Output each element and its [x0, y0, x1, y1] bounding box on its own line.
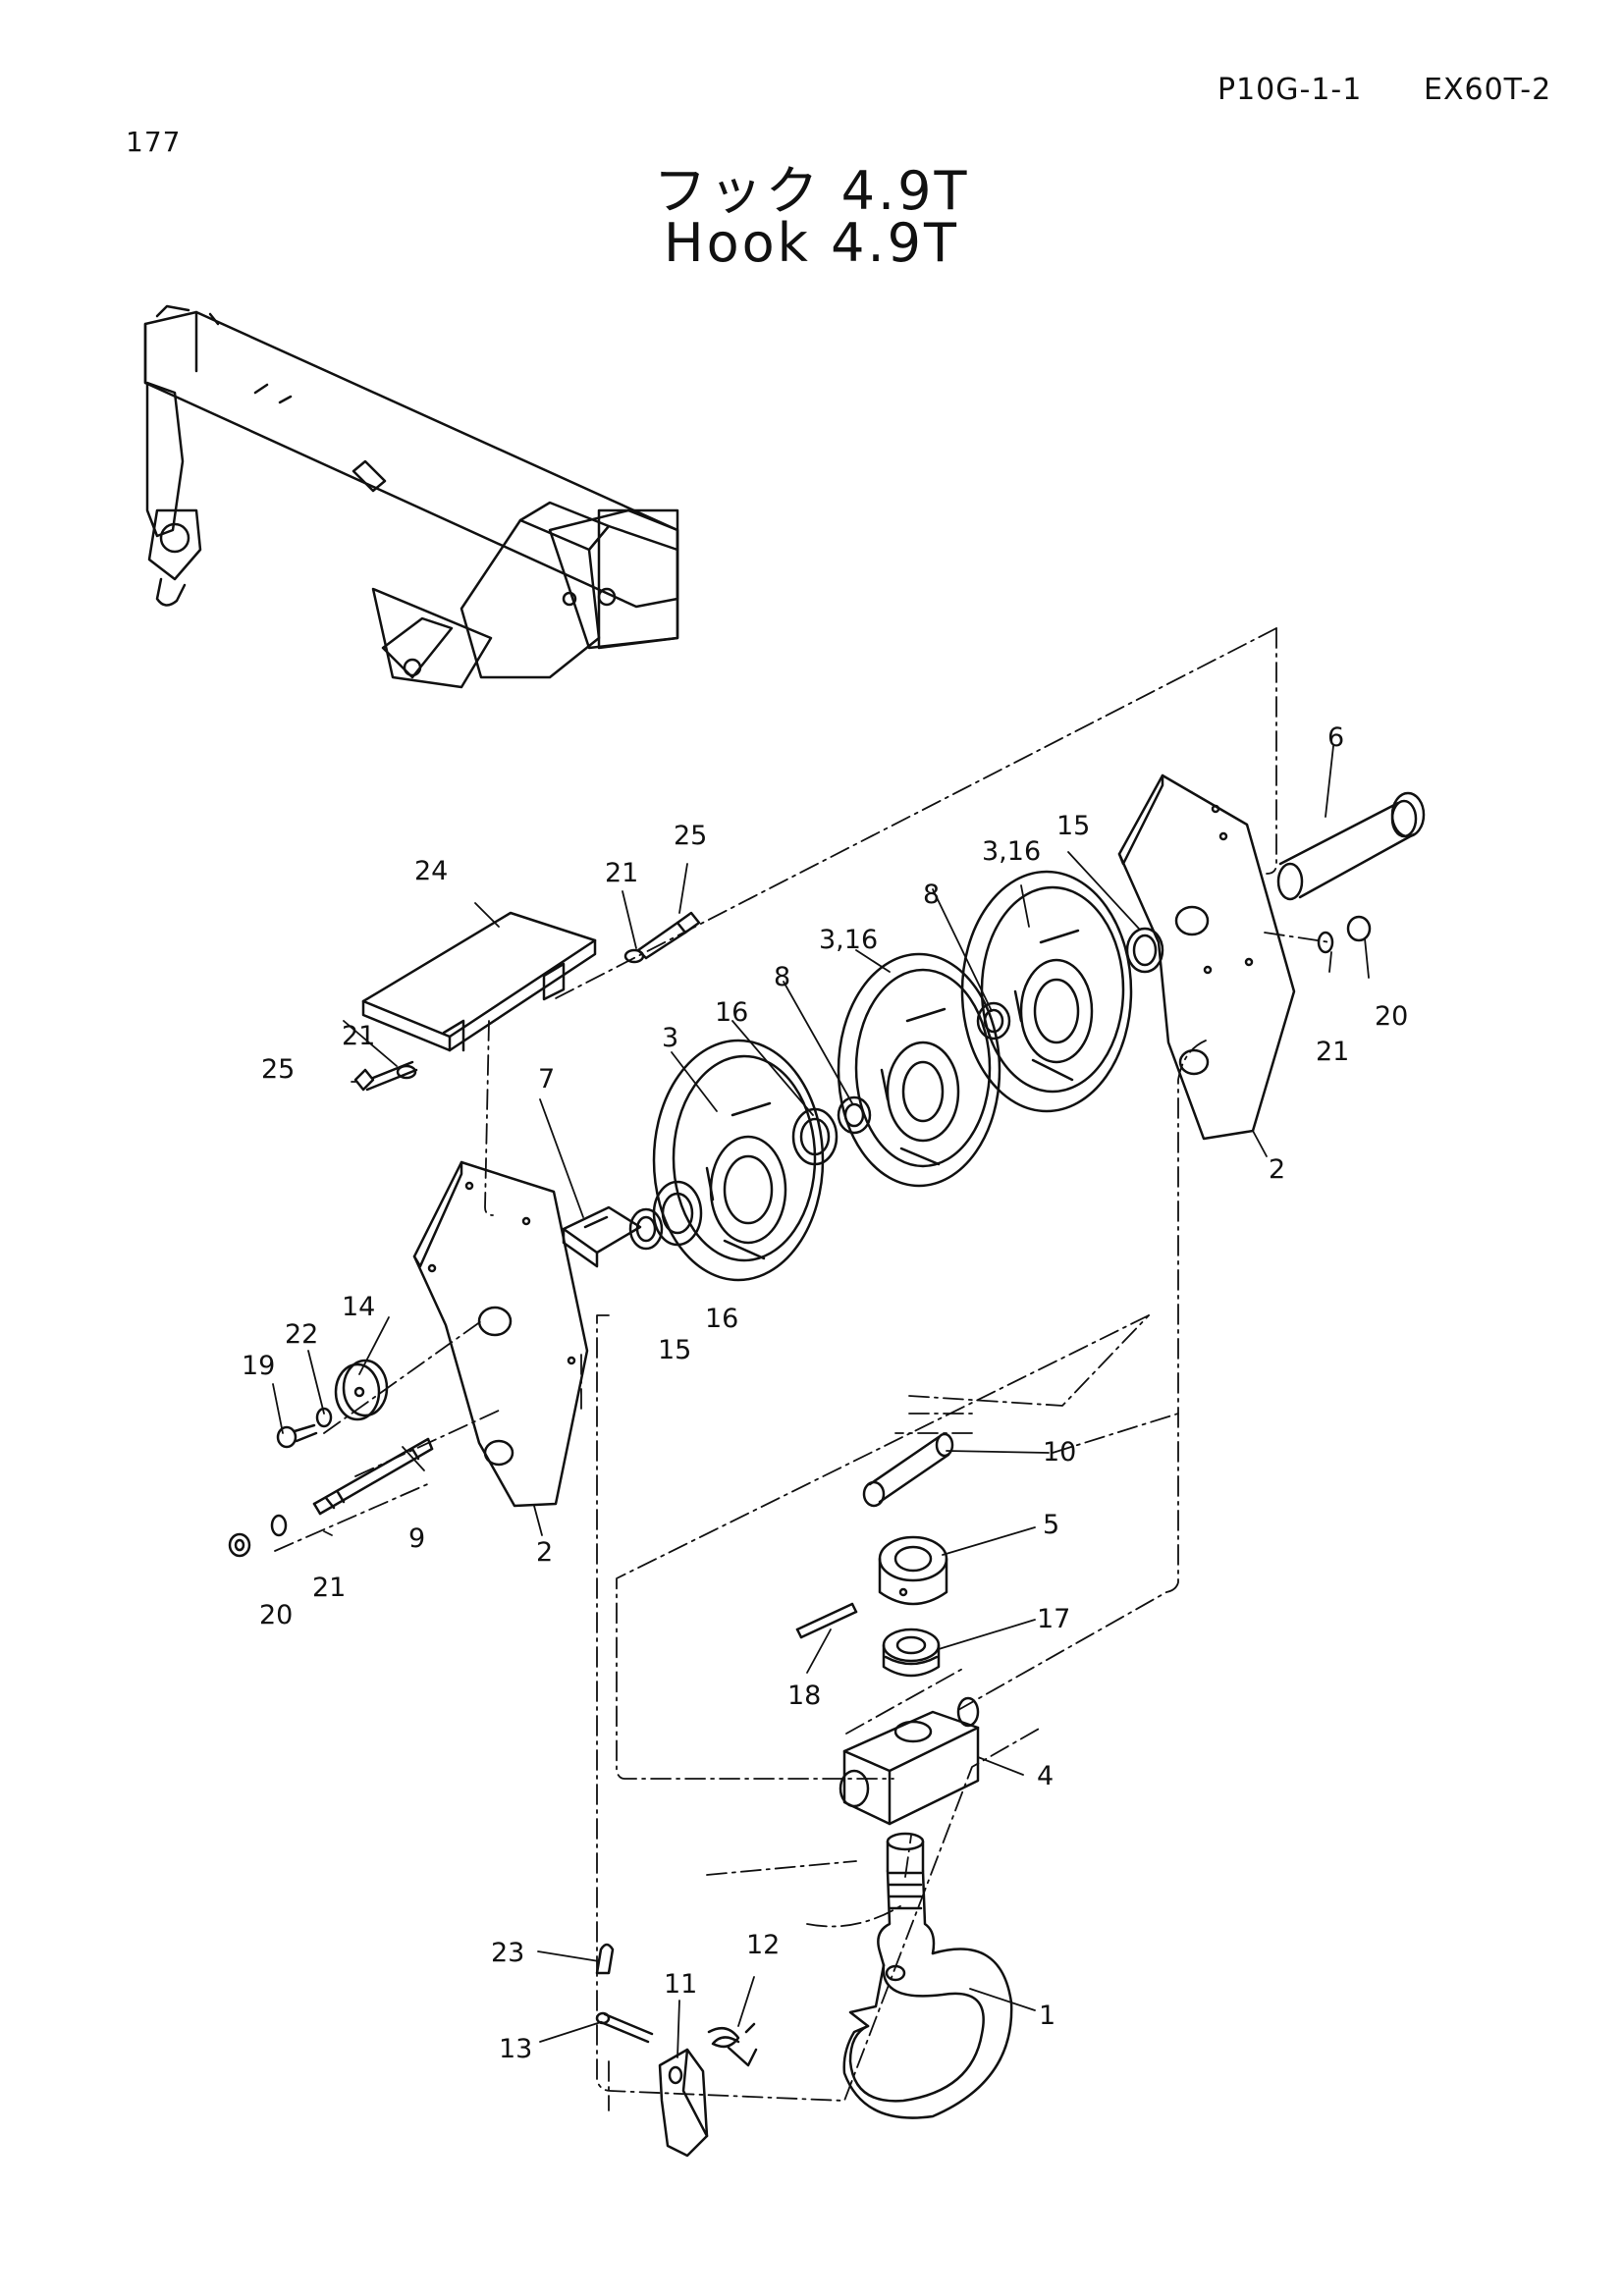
callout-4: 4: [1037, 1761, 1054, 1791]
callout-25-lower: 25: [261, 1054, 295, 1085]
part-10-spacer-tube: [862, 1432, 954, 1508]
callout-2-left: 2: [536, 1537, 553, 1568]
part-6-pin: [1276, 791, 1426, 901]
part-20-nut-left: [228, 1532, 251, 1558]
part-3-sheave-front: [652, 1039, 825, 1282]
callout-3-16-middle: 3,16: [819, 925, 878, 955]
title-english: Hook 4.9T: [664, 212, 959, 274]
reference-lines: [274, 627, 1331, 2111]
part-5-nut: [878, 1535, 948, 1606]
part-2-side-plate-left: [412, 1160, 589, 1508]
part-24-cover-plate: [361, 911, 597, 1052]
part-21-washer-lower: [396, 1064, 417, 1080]
callout-15-right: 15: [1056, 811, 1090, 841]
callout-23: 23: [491, 1938, 524, 1968]
callout-15-left: 15: [658, 1335, 691, 1365]
callout-21-left: 21: [312, 1573, 346, 1603]
part-3-16-sheave-rear: [960, 870, 1133, 1113]
callout-10: 10: [1043, 1437, 1076, 1468]
callout-17: 17: [1037, 1604, 1070, 1634]
part-2-side-plate-right: [1117, 774, 1296, 1141]
part-14-disc: [334, 1359, 389, 1421]
model-code: EX60T-2: [1424, 73, 1552, 107]
callout-8-rear: 8: [923, 880, 940, 910]
part-11-latch: [658, 2048, 709, 2158]
part-8-spacer-front: [837, 1095, 872, 1135]
part-21-washer-upper: [623, 948, 645, 964]
callout-8-front: 8: [774, 962, 790, 992]
part-19-bolt: [276, 1423, 318, 1449]
part-3-16-sheave-middle: [837, 952, 1001, 1188]
page-number: 177: [126, 126, 182, 158]
callout-1: 1: [1039, 2001, 1055, 2031]
part-8-spacer-rear: [976, 1001, 1011, 1041]
callout-21-upper: 21: [605, 858, 638, 888]
callout-5: 5: [1043, 1510, 1059, 1540]
callout-2-right: 2: [1269, 1154, 1285, 1185]
callout-19: 19: [242, 1351, 275, 1381]
callout-16-a: 16: [715, 997, 748, 1028]
callout-7: 7: [538, 1064, 555, 1095]
part-25-bolt-lower: [353, 1060, 418, 1092]
callout-12: 12: [746, 1930, 780, 1960]
part-21-washer-left: [270, 1514, 288, 1537]
callout-11: 11: [664, 1969, 697, 2000]
callout-13: 13: [499, 2034, 532, 2064]
part-15-spacer-right: [1125, 927, 1164, 974]
callout-21-lower: 21: [342, 1021, 375, 1051]
part-7-plate: [562, 1205, 642, 1268]
callout-3: 3: [662, 1023, 678, 1053]
callout-labels: 1 2 2 3 3,16 3,16 4 5 6 7 8 8 9 10 11 12…: [242, 722, 1408, 2064]
callout-16-b: 16: [705, 1304, 738, 1334]
callout-3-16-rear: 3,16: [982, 836, 1041, 867]
part-9-long-bolt: [312, 1437, 434, 1516]
figure-code: P10G-1-1: [1217, 73, 1363, 107]
part-13-pin: [595, 2011, 654, 2044]
part-4-trunnion-block: [839, 1696, 980, 1826]
part-20-nut-right: [1346, 915, 1372, 942]
callout-14: 14: [342, 1292, 375, 1322]
title-japanese: フック 4.9T: [653, 160, 970, 222]
callout-6: 6: [1327, 722, 1344, 753]
callout-9: 9: [408, 1523, 425, 1554]
leader-lines: [272, 745, 1370, 2058]
callout-25-upper: 25: [674, 821, 707, 851]
part-23-cotter-pin: [595, 1943, 615, 1975]
part-22-washer: [315, 1407, 333, 1428]
crane-overview-illustration: [143, 304, 679, 689]
callout-22: 22: [285, 1319, 318, 1350]
part-12-spring: [707, 2022, 758, 2067]
callout-18: 18: [787, 1681, 821, 1711]
part-1-hook: [842, 1832, 1013, 2119]
part-21-washer-right: [1317, 931, 1334, 954]
callout-20-right: 20: [1375, 1001, 1408, 1032]
callout-24: 24: [414, 856, 448, 886]
callout-20-left: 20: [259, 1600, 293, 1630]
callout-21-right: 21: [1316, 1037, 1349, 1067]
part-18-roll-pin: [795, 1602, 858, 1639]
part-17-thrust-bearing: [882, 1628, 941, 1678]
